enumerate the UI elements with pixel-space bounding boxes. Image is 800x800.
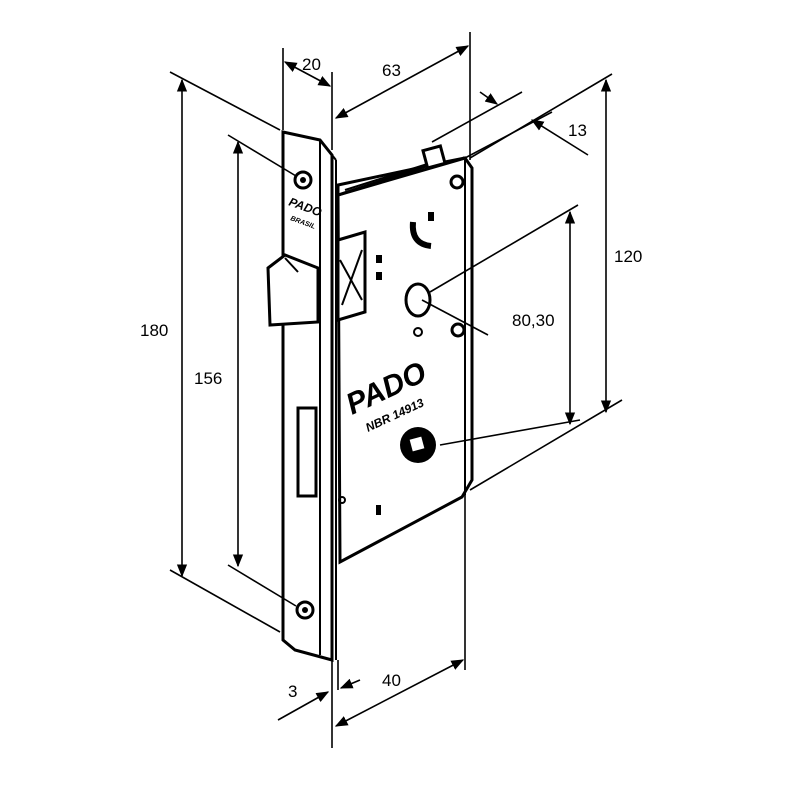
dim-40: 40 (382, 671, 401, 690)
dim-20: 20 (302, 55, 321, 74)
dim-3: 3 (288, 682, 297, 701)
dim-156: 156 (194, 369, 222, 388)
screw-hole (449, 174, 465, 190)
dim-180: 180 (140, 321, 168, 340)
faceplate: PADO BRASIL (266, 130, 337, 662)
lock-body: PADO NBR 14913 (336, 144, 474, 565)
screw-hole (450, 322, 466, 338)
dimensions: 180 156 20 63 13 120 80,30 (140, 32, 642, 748)
latch-bolt (266, 253, 320, 327)
dim-120: 120 (614, 247, 642, 266)
strike-opening (296, 406, 318, 498)
dim-13: 13 (568, 121, 587, 140)
dim-80-30: 80,30 (512, 311, 555, 330)
dim-63: 63 (382, 61, 401, 80)
spindle-hole (404, 282, 432, 318)
